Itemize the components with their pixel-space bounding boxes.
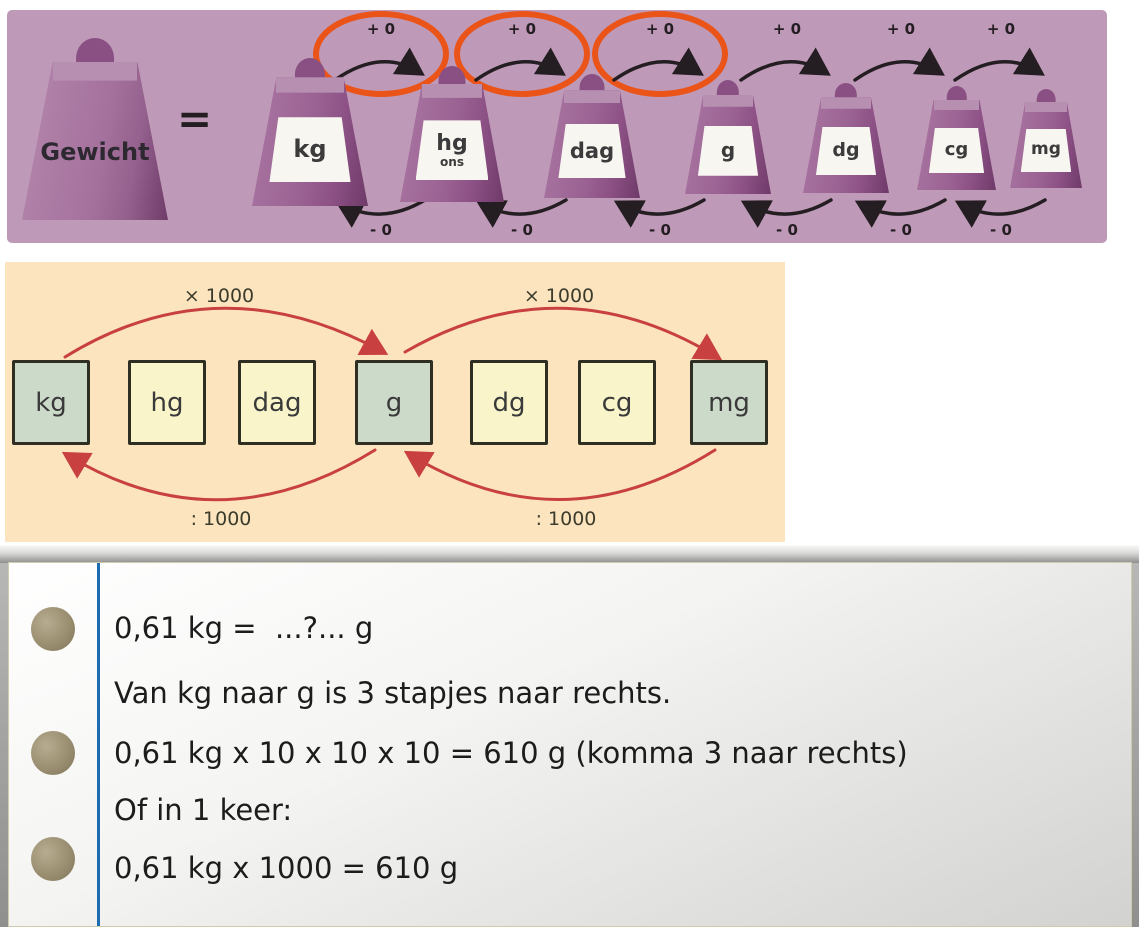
- weight-g: g: [685, 80, 771, 194]
- conversion-panel: × 1000 × 1000 : 1000 : 1000 kg hg dag g …: [5, 262, 785, 542]
- unit-label: mg: [1031, 139, 1061, 160]
- multiply-label: × 1000: [523, 285, 595, 307]
- unit-box-g: g: [355, 360, 433, 445]
- multiply-arrow: [63, 306, 389, 359]
- step-right-arrow: [739, 47, 831, 82]
- weight-dg: dg: [803, 83, 889, 193]
- banner-arrows-graphic: [313, 11, 1047, 228]
- worked-example-line: Van kg naar g is 3 stapjes naar rechts.: [114, 676, 672, 710]
- margin-line: [97, 563, 100, 926]
- worked-example-line: Of in 1 keer:: [114, 793, 293, 827]
- punch-hole: [31, 607, 75, 651]
- step-down-label: - 0: [649, 221, 671, 239]
- unit-label: hg: [436, 131, 468, 157]
- step-up-label: + 0: [645, 20, 675, 38]
- unit-label: kg: [293, 135, 327, 164]
- step-down-label: - 0: [370, 221, 392, 239]
- weight-hg: hg ons: [400, 66, 504, 202]
- step-right-arrow: [474, 47, 566, 82]
- weight-cg: cg: [917, 86, 996, 190]
- divide-label: : 1000: [535, 508, 597, 530]
- weight-face-label: dag: [558, 123, 626, 179]
- highlight-ellipse: [454, 11, 590, 97]
- step-right-arrow: [612, 47, 704, 82]
- punch-hole: [31, 837, 75, 881]
- weight-face-label: cg: [928, 127, 985, 174]
- step-up-label: + 0: [772, 20, 802, 38]
- step-up-label: + 0: [886, 20, 916, 38]
- divide-label: : 1000: [190, 508, 252, 530]
- step-up-label: + 0: [507, 20, 537, 38]
- unit-label: dg: [832, 139, 860, 162]
- multiply-label: × 1000: [183, 285, 255, 307]
- step-up-label: + 0: [366, 20, 396, 38]
- step-left-arrow: [334, 198, 427, 228]
- step-down-label: - 0: [511, 221, 533, 239]
- step-down-label: - 0: [776, 221, 798, 239]
- worked-example-line: 0,61 kg x 1000 = 610 g: [114, 851, 459, 885]
- gewicht-label: Gewicht: [40, 138, 150, 167]
- unit-box-kg: kg: [12, 360, 90, 445]
- weight-face-label: kg: [269, 117, 351, 183]
- weight-face-label: dg: [815, 127, 877, 176]
- unit-box-label: mg: [708, 387, 750, 418]
- unit-sub-label: ons: [439, 154, 465, 169]
- punch-hole: [31, 731, 75, 775]
- unit-box-label: dg: [492, 387, 526, 418]
- step-down-label: - 0: [990, 221, 1012, 239]
- unit-box-mg: mg: [690, 360, 768, 445]
- weights-banner: + 0 + 0 + 0 + 0 + 0 + 0 - 0 - 0 - 0 - 0 …: [7, 10, 1107, 243]
- unit-box-hg: hg: [128, 360, 206, 445]
- multiply-arrow: [403, 306, 723, 361]
- weight-dag: dag: [544, 74, 640, 198]
- step-left-arrow: [954, 198, 1047, 228]
- unit-label: dag: [569, 138, 615, 163]
- weight-kg: kg: [252, 58, 368, 206]
- highlight-ellipse: [592, 11, 728, 97]
- weight-face-label: g: [697, 125, 759, 176]
- step-left-arrow: [740, 198, 833, 228]
- notebook-top-edge: [0, 545, 1139, 563]
- step-right-arrow: [953, 47, 1045, 82]
- unit-label: g: [720, 138, 736, 163]
- unit-label: cg: [944, 139, 969, 161]
- highlight-ellipse: [313, 11, 449, 97]
- unit-box-dg: dg: [470, 360, 548, 445]
- step-left-arrow: [475, 198, 568, 228]
- unit-box-label: cg: [601, 387, 633, 418]
- step-left-arrow: [854, 198, 947, 228]
- gewicht-weight: Gewicht: [22, 38, 168, 220]
- weight-face-label: hg ons: [415, 120, 489, 181]
- unit-box-label: dag: [252, 387, 302, 418]
- worked-example-line: 0,61 kg x 10 x 10 x 10 = 610 g (komma 3 …: [114, 736, 908, 770]
- notebook-paper: 0,61 kg = ...?... g Van kg naar g is 3 s…: [8, 562, 1132, 927]
- weight-mg: mg: [1010, 89, 1082, 188]
- unit-box-label: hg: [150, 387, 184, 418]
- equals-sign: =: [177, 94, 213, 143]
- divide-arrow: [403, 448, 717, 501]
- notebook: 0,61 kg = ...?... g Van kg naar g is 3 s…: [0, 545, 1139, 927]
- divide-arrow: [61, 448, 377, 502]
- unit-box-dag: dag: [238, 360, 316, 445]
- unit-box-cg: cg: [578, 360, 656, 445]
- step-down-label: - 0: [890, 221, 912, 239]
- unit-box-label: g: [385, 387, 403, 418]
- conversion-arrows-graphic: [61, 306, 723, 502]
- step-up-label: + 0: [986, 20, 1016, 38]
- step-right-arrow: [853, 47, 945, 82]
- step-right-arrow: [333, 47, 425, 82]
- unit-box-label: kg: [35, 387, 67, 418]
- worked-example-line: 0,61 kg = ...?... g: [114, 611, 374, 645]
- weight-face-label: mg: [1020, 128, 1072, 173]
- step-left-arrow: [613, 198, 706, 228]
